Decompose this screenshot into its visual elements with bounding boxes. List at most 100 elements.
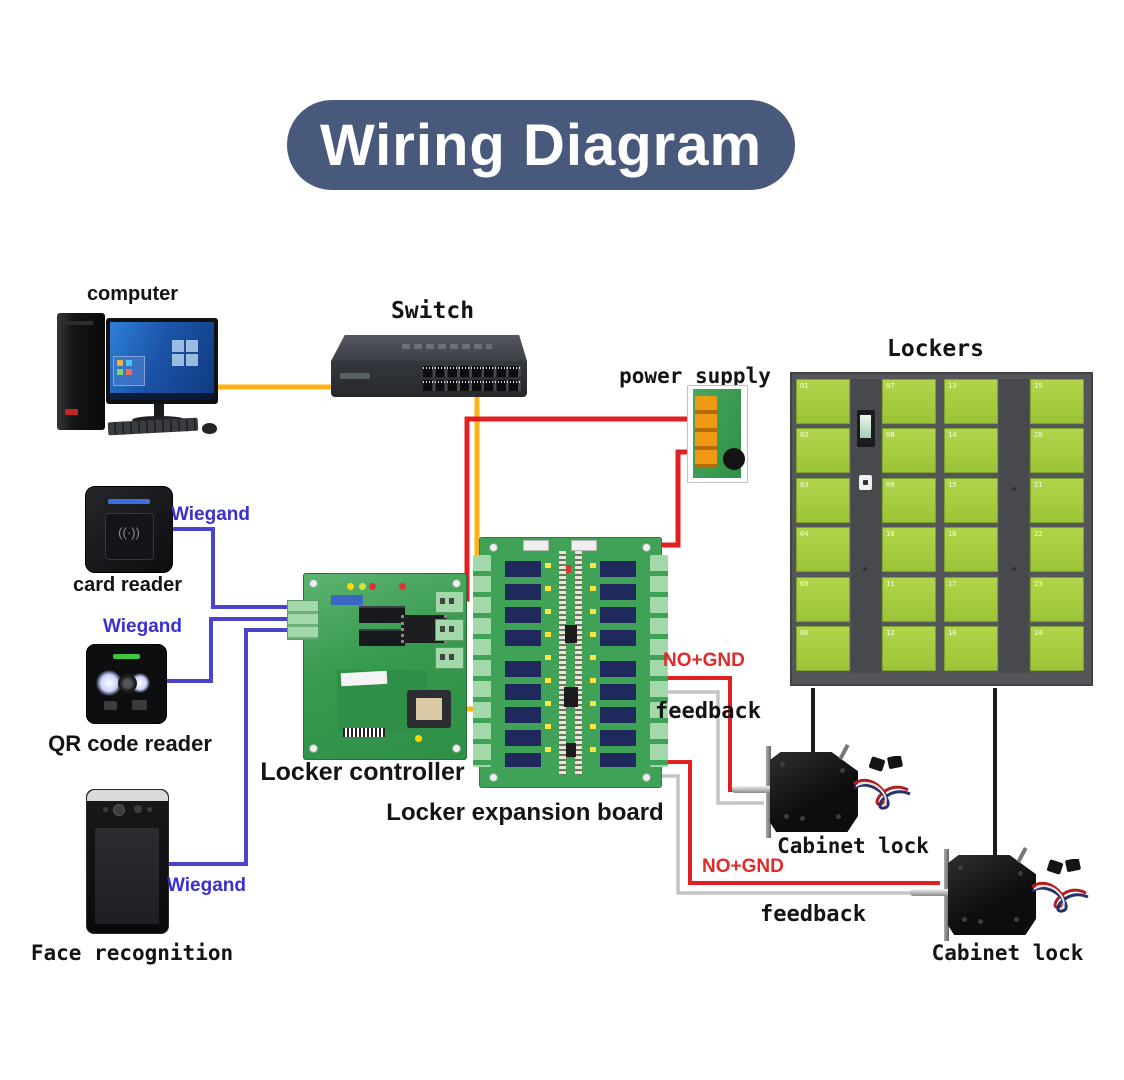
- barcode-sticker: [343, 728, 385, 737]
- wiegand-label-card: Wiegand: [171, 504, 250, 525]
- locker-door-number: 01: [800, 382, 809, 390]
- locker-card-slot: [859, 475, 872, 490]
- locker-door: 14: [944, 428, 998, 474]
- qr-mark: [132, 700, 147, 710]
- ribbon-connector: [523, 540, 549, 551]
- card-reader-image: ((·)): [85, 486, 173, 573]
- power-supply-image: [687, 385, 748, 483]
- expansion-board-label: Locker expansion board: [386, 799, 664, 826]
- locker-door-number: 09: [886, 480, 895, 489]
- led-red: [369, 583, 376, 590]
- lockers-label: Lockers: [887, 336, 984, 362]
- locker-door: 01: [796, 379, 850, 424]
- locker-door-number: 18: [948, 628, 957, 637]
- lock-wire-harness: [853, 756, 911, 810]
- panel-dot: [1012, 487, 1016, 491]
- face-recognition-image: [86, 789, 169, 934]
- qr-led-bar: [113, 654, 140, 659]
- windows-logo-icon: [172, 340, 198, 366]
- locker-door-number: 12: [886, 628, 895, 637]
- locker-door: 02: [796, 428, 850, 474]
- face-device-cap: [87, 790, 168, 801]
- wiegand-label-qr: Wiegand: [103, 616, 182, 637]
- qr-reader-label: QR code reader: [48, 731, 212, 756]
- ethernet-jack: [407, 690, 451, 728]
- locker-door: 21: [1030, 477, 1084, 523]
- cabinet-lock-1-label: Cabinet lock: [777, 834, 929, 858]
- wire-expansion-to-lock1-feedback: [650, 690, 764, 805]
- face-device-screen: [95, 828, 159, 924]
- lock-body: [948, 855, 1036, 935]
- mount-hole: [309, 579, 318, 588]
- locker-door-number: 19: [1034, 382, 1043, 390]
- page-title: Wiring Diagram: [319, 112, 763, 178]
- ic-chip: [566, 743, 576, 757]
- cabinet-lock-2-label: Cabinet lock: [931, 941, 1084, 965]
- locker-door: 17: [944, 576, 998, 622]
- led-column: [590, 563, 596, 763]
- right-terminal-strip: [650, 555, 668, 767]
- locker-door-number: 03: [800, 480, 809, 489]
- taskbar: [110, 393, 214, 400]
- locker-door: 09: [882, 477, 936, 523]
- wire-expansion-to-lock2-feedback: [647, 774, 950, 895]
- locker-door-number: 02: [800, 431, 809, 440]
- locker-door-number: 23: [1034, 579, 1043, 588]
- switch-front-face: [331, 361, 527, 397]
- locker-door: 04: [796, 527, 850, 573]
- computer-label: computer: [86, 283, 179, 305]
- relay: [359, 629, 405, 646]
- expansion-board-image: [473, 537, 668, 788]
- io-terminal: [435, 647, 464, 669]
- locker-door: 19: [1030, 379, 1084, 424]
- locker-door-number: 22: [1034, 530, 1043, 539]
- no-gnd-label-1: NO+GND: [663, 650, 745, 671]
- monitor-screen: [110, 322, 214, 400]
- relay-bank: [505, 661, 541, 767]
- rfid-wave-icon: ((·)): [118, 525, 140, 540]
- led-red: [399, 583, 406, 590]
- locker-door: 08: [882, 428, 936, 474]
- locker-door-number: 13: [948, 382, 957, 390]
- mount-hole: [489, 543, 498, 552]
- port-row: [423, 380, 521, 391]
- switch-label: Switch: [390, 298, 475, 324]
- camera-lens: [113, 804, 125, 816]
- power-supply-label: power supply: [619, 364, 771, 388]
- relay-bank: [600, 661, 636, 767]
- title-banner: Wiring Diagram: [287, 100, 795, 190]
- locker-door: 05: [796, 576, 850, 622]
- wiegand-terminal-block: [287, 600, 319, 640]
- camera-dot: [147, 807, 152, 812]
- lock-latch: [910, 889, 954, 896]
- switch-top-face: [331, 335, 527, 361]
- feedback-label-2: feedback: [760, 902, 866, 927]
- computer-image: [50, 310, 222, 436]
- wiegand-label-face: Wiegand: [167, 875, 246, 896]
- locker-door: 11: [882, 576, 936, 622]
- mount-hole: [489, 773, 498, 782]
- face-recognition-label: Face recognition: [30, 941, 234, 965]
- locker-door-number: 14: [948, 431, 957, 440]
- led-red: [566, 565, 571, 573]
- qr-mark: [104, 701, 117, 710]
- locker-door-number: 04: [800, 530, 809, 539]
- card-reader-pad: [105, 513, 154, 560]
- locker-door-number: 21: [1034, 480, 1043, 489]
- locker-door: 10: [882, 527, 936, 573]
- locker-door: 13: [944, 379, 998, 424]
- card-reader-label: card reader: [73, 574, 182, 596]
- label-sticker: [340, 670, 388, 687]
- locker-door: 20: [1030, 428, 1084, 474]
- monitor-stand: [154, 404, 164, 417]
- switch-ports: [423, 366, 521, 391]
- locker-control-panel: [851, 379, 881, 673]
- mount-hole: [309, 744, 318, 753]
- feedback-label-1: feedback: [655, 699, 761, 724]
- power-capacitor: [723, 448, 745, 470]
